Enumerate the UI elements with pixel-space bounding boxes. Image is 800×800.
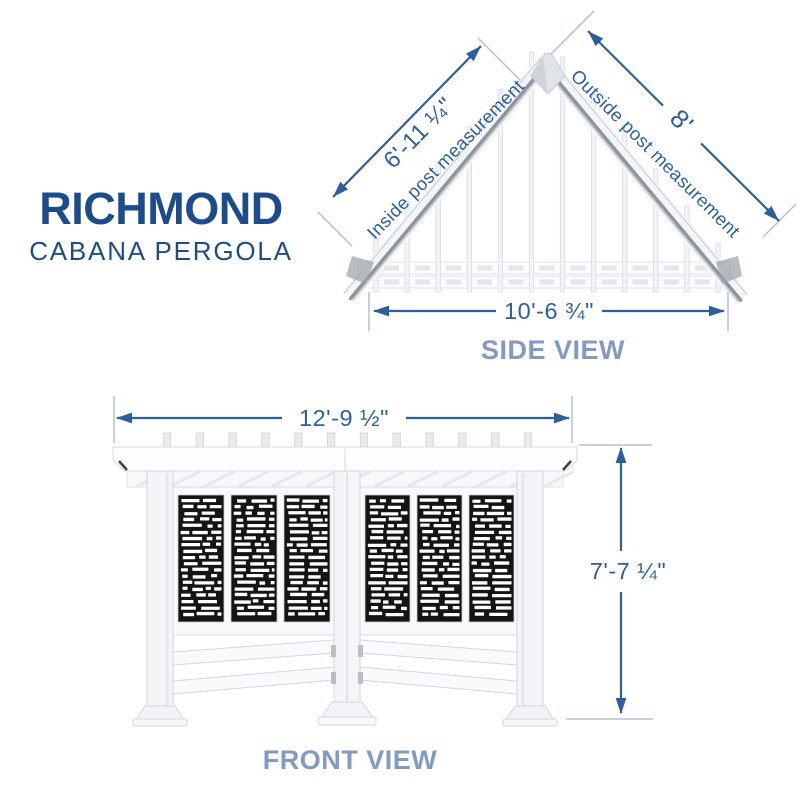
- front-beam-end-notch-right: [562, 460, 572, 471]
- outside-dim-extension-upper: [550, 10, 595, 55]
- side-ridge-cap: [530, 52, 566, 95]
- outside-dimension-line-upper: [587, 30, 664, 107]
- height-dimension-value: 7'-7 ¼": [590, 558, 666, 584]
- front-view-label: FRONT VIEW: [262, 745, 438, 775]
- front-right-post-foot: [502, 705, 558, 727]
- inside-dim-extension-upper: [477, 37, 521, 81]
- base-dimension-value: 10'-6 ¾": [504, 298, 594, 324]
- front-right-rail-upper: [359, 639, 518, 666]
- side-left-corner-bracket: [346, 256, 374, 284]
- outside-dim-extension-lower: [762, 203, 797, 238]
- front-beam-end-notch-left: [118, 460, 128, 471]
- outside-dimension-line-lower: [700, 142, 780, 222]
- side-view-diagram: 6'-11 ¼" Inside post measurement 8' Outs…: [317, 10, 797, 331]
- front-right-post: [516, 470, 544, 712]
- front-left-rail-upper: [172, 639, 335, 666]
- side-roof-beam-left: [342, 56, 552, 303]
- inside-dimension-line: [332, 45, 482, 198]
- outside-dimension-value: 8': [664, 103, 700, 139]
- product-branding: RICHMOND CABANA PERGOLA: [28, 186, 294, 267]
- side-roof-beam-right: [538, 56, 750, 305]
- inside-dim-extension-lower: [317, 211, 353, 247]
- width-dimension-value: 12'-9 ½": [299, 405, 389, 431]
- front-left-rail-lower: [172, 666, 335, 695]
- decorative-privacy-panels: [177, 494, 515, 623]
- front-left-post-foot: [132, 705, 188, 727]
- front-center-post-foot: [317, 701, 377, 726]
- side-view-label: SIDE VIEW: [480, 335, 626, 365]
- front-rafter-tails: [162, 432, 533, 449]
- front-right-rail-lower: [359, 666, 518, 695]
- product-subtitle: CABANA PERGOLA: [29, 236, 293, 266]
- side-right-corner-bracket: [716, 256, 742, 284]
- product-title: RICHMOND: [39, 183, 283, 234]
- dimension-arrowheads: [116, 31, 779, 714]
- front-left-post: [146, 470, 174, 712]
- side-base-rail-shading: [384, 265, 710, 285]
- front-rafter-shadows: [135, 470, 575, 488]
- front-view-diagram: 12'-9 ½" 7'-7 ¼": [112, 396, 666, 727]
- front-center-post: [331, 470, 363, 706]
